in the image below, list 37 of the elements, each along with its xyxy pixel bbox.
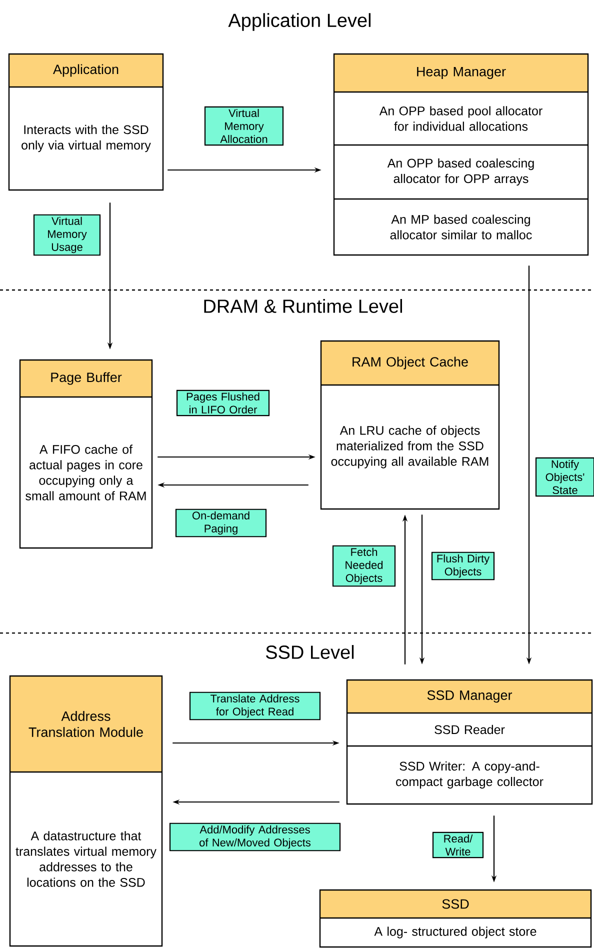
edge-label: Virtual Memory Usage	[33, 214, 101, 256]
edge-label: On-demand Paging	[175, 508, 267, 538]
level-heading: SSD Level	[266, 645, 354, 659]
box-heading: Page Buffer	[51, 372, 122, 385]
box-text: SSD Writer: A copy-and-compact garbage collector	[396, 761, 544, 789]
box-text: SSD Reader	[434, 724, 505, 734]
box-text: Interacts with the SSD only via virtual memory	[22, 124, 151, 152]
box-heading: RAM Object Cache	[352, 356, 468, 370]
box-text: A FIFO cache of actual pages in core occupying only a small amount of RAM	[26, 444, 146, 500]
box-text: An MP based coalescing allocator similar to malloc	[390, 214, 532, 240]
edge-label: Read/ Write	[432, 832, 484, 858]
edge-label: Flush Dirty Objects	[431, 552, 495, 580]
box-heading: SSD Manager	[427, 690, 512, 703]
edge-label: Virtual Memory Allocation	[204, 106, 284, 146]
box-text: An OPP based pool allocator for individual allocations	[379, 106, 542, 131]
box-text: A datastructure that translates virtual memory addresses to the locations on the SSD	[16, 831, 156, 887]
box-heading: Address Translation Module	[28, 711, 143, 737]
component-box	[319, 889, 592, 948]
edge-label: Fetch Needed Objects	[332, 545, 396, 587]
box-text: An OPP based coalescing allocator for OPP arrays	[387, 158, 534, 186]
component-box	[19, 359, 153, 549]
edge-label: Translate Address for Object Read	[189, 692, 321, 720]
edge-label: Pages Flushed in LIFO Order	[176, 390, 270, 416]
box-text: A log- structured object store	[374, 926, 536, 938]
level-heading: DRAM & Runtime Level	[204, 299, 402, 313]
box-heading: Heap Manager	[417, 66, 506, 80]
component-box	[346, 679, 593, 805]
component-box	[333, 53, 589, 256]
component-box	[8, 53, 164, 191]
box-heading: SSD	[442, 899, 469, 909]
component-box	[320, 340, 500, 510]
component-box	[9, 675, 163, 947]
box-text: An LRU cache of objects materialized from the SSD occupying all available RAM	[331, 426, 488, 468]
edge-label: Add/Modify Addresses of New/Moved Objects	[169, 822, 341, 852]
edge-label: Notify Objects' State	[535, 457, 594, 497]
level-heading: Application Level	[228, 13, 370, 31]
box-heading: Application	[53, 64, 118, 77]
